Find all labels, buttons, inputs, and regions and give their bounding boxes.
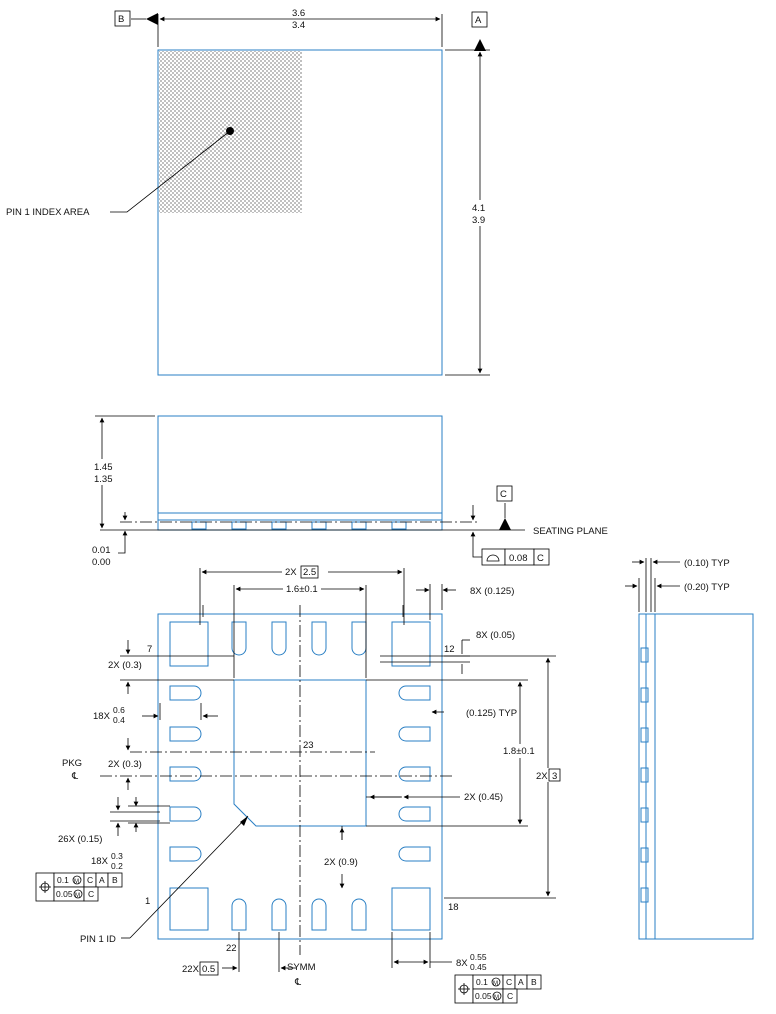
right-pads <box>398 685 431 862</box>
pin1-index-label: PIN 1 INDEX AREA <box>6 207 90 218</box>
flatness-symbol <box>486 554 500 562</box>
pitch-top-box: 2.5 <box>303 567 316 578</box>
fcf-left-r2-d1: C <box>88 889 94 899</box>
dim-8x-w-min: 0.45 <box>470 962 487 972</box>
left-pads <box>169 685 202 862</box>
dim-2x3-box: 3 <box>552 771 557 782</box>
symm-label: SYMM <box>287 962 316 973</box>
standoff-min: 0.00 <box>92 557 111 568</box>
top-pads <box>231 621 367 656</box>
end-leads <box>640 647 649 903</box>
flatness-datum: C <box>537 553 544 564</box>
fcf-left-r1-d3: B <box>112 875 118 885</box>
top-width-max: 3.6 <box>292 8 305 19</box>
end-body-outline <box>638 613 754 940</box>
top-height-max: 4.1 <box>472 203 485 214</box>
dim-18x-w: 18X <box>91 856 109 867</box>
pin-23: 23 <box>303 740 314 751</box>
lead-8x-0125: 8X (0.125) <box>470 586 514 597</box>
side-height-min: 1.35 <box>94 474 113 485</box>
dim-2x3-prefix: 2X <box>536 771 548 782</box>
top-body-outline <box>157 49 443 376</box>
pin-1: 1 <box>145 896 150 907</box>
dim-18x-w-min: 0.2 <box>111 861 123 871</box>
end-view: (0.10) TYP (0.20) TYP <box>625 558 754 940</box>
standoff-max: 0.01 <box>92 545 111 556</box>
pad-width: 1.6±0.1 <box>286 584 318 595</box>
pin1-leader <box>110 130 231 213</box>
fcf-left: 0.1 M C A B 0.05 M C <box>35 872 123 902</box>
pkg-cl: ℄ <box>71 771 79 782</box>
datum-c: C <box>500 489 507 500</box>
thermal-pad <box>233 679 367 827</box>
fcf-left-r1-value: 0.1 <box>57 875 69 885</box>
seating-plane-label: SEATING PLANE <box>533 526 608 537</box>
dim-020typ: (0.20) TYP <box>684 582 730 593</box>
dim-8x-w: 8X <box>456 958 468 969</box>
symm-cl: ℄ <box>294 977 302 988</box>
dim-2x-03-a: 2X (0.3) <box>108 660 142 671</box>
dim-010typ: (0.10) TYP <box>684 558 730 569</box>
dim-2x09: 2X (0.9) <box>324 857 358 868</box>
dim-18x-l-max: 0.6 <box>113 705 125 715</box>
fcf-left-r2-value: 0.05 <box>56 889 73 899</box>
pitch-bottom-box: 0.5 <box>202 964 215 975</box>
fcf-right-r2-d1: C <box>507 991 513 1001</box>
svg-text:M: M <box>493 981 498 987</box>
dim-18x-l: 18X <box>93 711 111 722</box>
fcf-right: 0.1 M C A B 0.05 M C <box>454 974 542 1004</box>
pkg-label: PKG <box>62 758 82 769</box>
dim-18x-w-max: 0.3 <box>111 851 123 861</box>
fcf-right-r1-d1: C <box>506 977 512 987</box>
bottom-view: 2X 2.5 1.6±0.1 8X (0.125) 7 12 23 1 18 2… <box>35 565 564 1004</box>
fcf-right-r1-d3: B <box>531 977 537 987</box>
pin-22: 22 <box>226 943 237 954</box>
datum-b: B <box>118 14 124 25</box>
dim-18x-l-min: 0.4 <box>113 715 125 725</box>
fcf-right-r1-value: 0.1 <box>476 977 488 987</box>
bottom-pads <box>231 898 367 931</box>
fcf-left-r1-d1: C <box>87 875 93 885</box>
top-height-min: 3.9 <box>472 215 485 226</box>
pitch-bottom-prefix: 22X <box>182 964 200 975</box>
dim-8x-w-max: 0.55 <box>470 952 487 962</box>
dim-26x: 26X (0.15) <box>58 834 102 845</box>
fcf-left-r1-d2: A <box>99 875 105 885</box>
lead-8x-005: 8X (0.05) <box>476 630 515 641</box>
pin-7: 7 <box>147 644 152 655</box>
pad-height: 1.8±0.1 <box>503 746 535 757</box>
fcf-right-r1-d2: A <box>518 977 524 987</box>
pin1-id-label: PIN 1 ID <box>80 934 116 945</box>
datum-a: A <box>475 15 482 26</box>
flatness-value: 0.08 <box>509 553 528 564</box>
side-height-max: 1.45 <box>94 462 113 473</box>
dim-2x045: 2X (0.45) <box>464 792 503 803</box>
fcf-right-r2-value: 0.05 <box>475 991 492 1001</box>
pitch-top-prefix: 2X <box>285 567 297 578</box>
side-view: 1.45 1.35 0.01 0.00 C SEATING PLANE 0.08… <box>86 415 608 568</box>
pin-18: 18 <box>448 902 459 913</box>
pin-12: 12 <box>444 644 455 655</box>
side-leads <box>191 521 407 530</box>
dim-0125typ: (0.125) TYP <box>466 708 517 719</box>
dim-2x-03-b: 2X (0.3) <box>108 759 142 770</box>
top-view: PIN 1 INDEX AREA B 3.6 3.4 A 4.1 3.9 <box>6 8 490 376</box>
svg-text:M: M <box>494 995 499 1001</box>
svg-text:M: M <box>74 879 79 885</box>
top-width-min: 3.4 <box>292 20 305 31</box>
svg-text:M: M <box>75 893 80 899</box>
